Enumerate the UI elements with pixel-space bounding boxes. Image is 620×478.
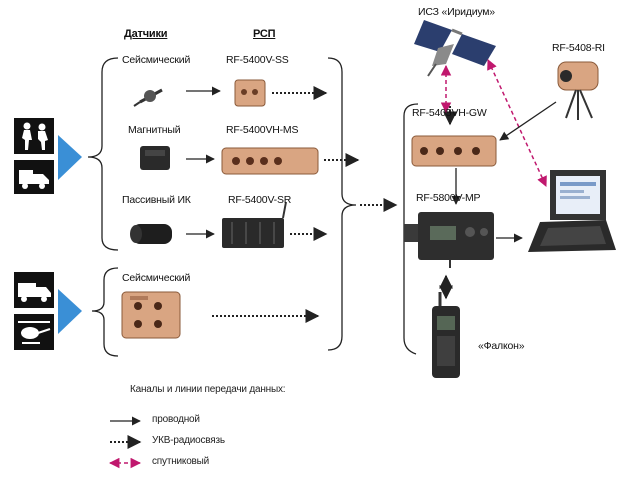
- sensor-group-brace: [91, 267, 119, 357]
- relay-label-ms: RF-5400VH-MS: [226, 124, 299, 136]
- gateway-label: RF-5405VH-GW: [412, 107, 487, 119]
- legend-title: Каналы и линии передачи данных:: [130, 384, 286, 395]
- sensor-label-passive-ir: Пассивный ИК: [122, 194, 191, 206]
- seismic-relay-unit: [121, 291, 181, 339]
- legend-label-wired: проводной: [152, 414, 200, 425]
- relay-label-sr: RF-5400V-SR: [228, 194, 292, 206]
- relay-rf-5400v-ss: [234, 79, 266, 107]
- truck-icon: [14, 160, 54, 194]
- radio-icon: [404, 212, 494, 268]
- direction-triangle: [58, 135, 82, 180]
- soldiers-icon: [14, 118, 54, 154]
- sensors-header: Датчики: [124, 28, 168, 40]
- helicopter-icon: [14, 314, 54, 350]
- legend-label-vhf: УКВ-радиосвязь: [152, 435, 225, 446]
- relay-rf-5400vh-ms: [221, 147, 319, 175]
- magnetic-sensor: [140, 146, 170, 170]
- relay-rf-5400v-sr: [222, 201, 287, 248]
- relays-header: РСП: [253, 28, 276, 40]
- relay-group-brace: [327, 57, 357, 351]
- manpack-label: RF-5800V-MP: [416, 192, 481, 204]
- sensor-label-seismic: Сейсмический: [122, 54, 191, 66]
- satellite-link: [487, 59, 547, 187]
- relay-label-ss: RF-5400V-SS: [226, 54, 289, 66]
- wired-link: [499, 101, 557, 141]
- satellite-label: ИСЗ «Иридиум»: [418, 6, 495, 18]
- laptop-icon: [528, 170, 616, 252]
- gateway-unit: [411, 135, 497, 167]
- satellite-icon: [414, 20, 496, 77]
- camera-label: RF-5408-RI: [552, 42, 605, 54]
- direction-triangle: [58, 289, 82, 334]
- truck-icon: [14, 272, 54, 308]
- sensor-group-brace: [87, 57, 119, 251]
- sensor-label-seismic-2: Сейсмический: [122, 272, 191, 284]
- sensor-label-magnetic: Магнитный: [128, 124, 181, 136]
- passive-ir-sensor: [130, 224, 172, 244]
- seismic-sensor: [133, 88, 163, 107]
- handheld-label: «Фалкон»: [478, 340, 525, 352]
- camera-icon: [557, 61, 599, 120]
- legend-label-satellite: спутниковый: [152, 456, 210, 467]
- handheld-radio-icon: [432, 292, 460, 378]
